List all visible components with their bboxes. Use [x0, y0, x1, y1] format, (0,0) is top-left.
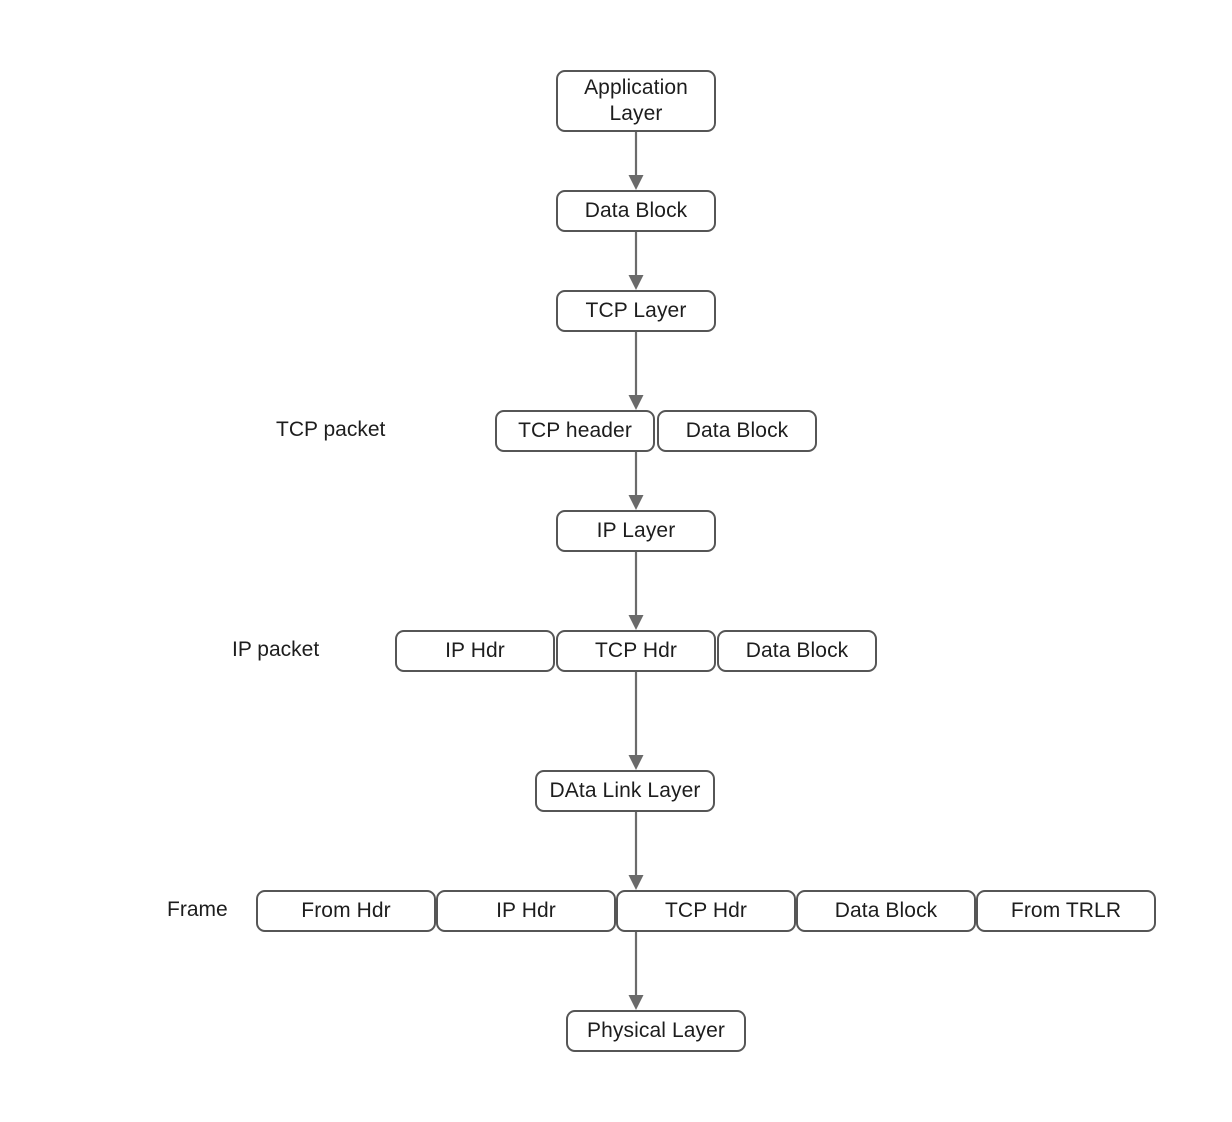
arrow-data-block-to-tcp-layer: [628, 232, 644, 290]
node-application-layer[interactable]: Application Layer: [556, 70, 716, 132]
segment-ip-packet-data-block[interactable]: Data Block: [717, 630, 877, 672]
segment-frame-tcp-hdr[interactable]: TCP Hdr: [616, 890, 796, 932]
node-data-link-layer[interactable]: DAta Link Layer: [535, 770, 715, 812]
segment-tcp-packet-tcp-header[interactable]: TCP header: [495, 410, 655, 452]
row-label-ip-packet: IP packet: [232, 638, 320, 661]
arrow-tcp-layer-to-tcp-packet: [628, 332, 644, 410]
arrow-ip-layer-to-ip-packet: [628, 552, 644, 630]
arrow-frame-to-physical-layer: [628, 932, 644, 1010]
arrow-tcp-packet-to-ip-layer: [628, 452, 644, 510]
row-label-tcp-packet: TCP packet: [276, 418, 386, 441]
segment-frame-from-hdr[interactable]: From Hdr: [256, 890, 436, 932]
node-tcp-layer[interactable]: TCP Layer: [556, 290, 716, 332]
segment-frame-from-trlr[interactable]: From TRLR: [976, 890, 1156, 932]
segment-frame-ip-hdr[interactable]: IP Hdr: [436, 890, 616, 932]
segment-ip-packet-tcp-hdr[interactable]: TCP Hdr: [556, 630, 716, 672]
arrow-application-layer-to-data-block: [628, 132, 644, 190]
arrow-data-link-layer-to-frame: [628, 812, 644, 890]
node-ip-layer[interactable]: IP Layer: [556, 510, 716, 552]
segment-ip-packet-ip-hdr[interactable]: IP Hdr: [395, 630, 555, 672]
segment-tcp-packet-data-block[interactable]: Data Block: [657, 410, 817, 452]
node-data-block-1[interactable]: Data Block: [556, 190, 716, 232]
node-physical-layer[interactable]: Physical Layer: [566, 1010, 746, 1052]
arrow-ip-packet-to-data-link-layer: [628, 672, 644, 770]
segment-frame-data-block[interactable]: Data Block: [796, 890, 976, 932]
row-label-frame: Frame: [167, 898, 228, 921]
